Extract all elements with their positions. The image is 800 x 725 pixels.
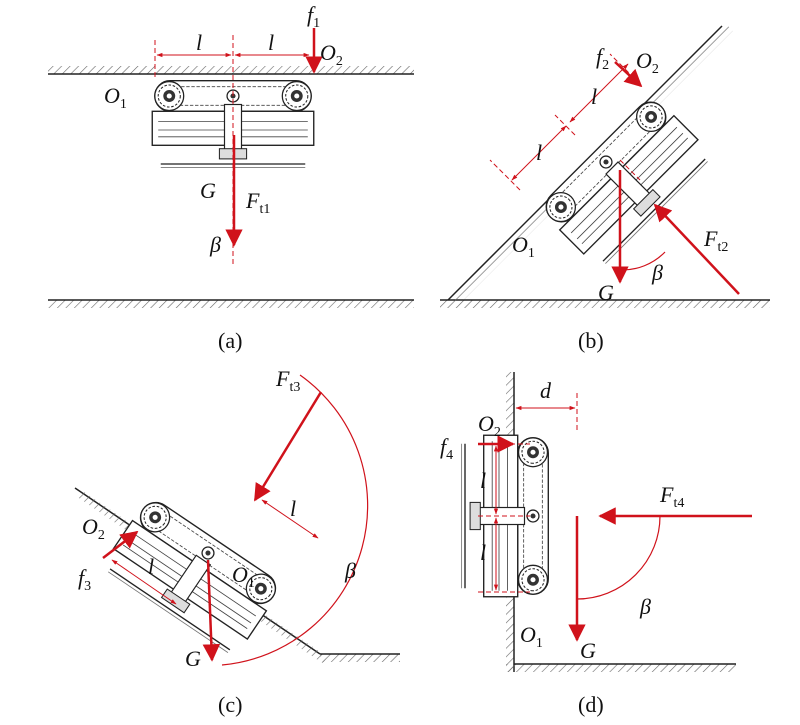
label-o2: O2 [320,40,343,69]
label-beta: β [344,558,356,583]
label-o2: O2 [82,514,105,543]
label-g: G [598,280,614,305]
label-f2: f2 [596,44,609,73]
label-f4: f4 [440,434,453,463]
caption-a: (a) [218,328,242,353]
label-beta: β [209,232,221,257]
label-beta: β [651,260,663,285]
label-ft1: Ft1 [245,188,270,217]
panel-d: d O2 f4 l l Ft4 β O1 G (d) [440,372,752,717]
label-ft2: Ft2 [703,226,728,255]
label-o1: O1 [232,562,255,591]
robot-c [101,495,283,657]
label-o1: O1 [520,622,543,651]
label-beta: β [639,594,651,619]
dim-l-upper: l [591,84,597,109]
label-o2: O2 [636,48,659,77]
ceiling-hatch [48,66,414,74]
dim-l-upper: l [290,496,296,521]
label-f1: f1 [307,2,320,31]
caption-d: (d) [578,692,604,717]
label-o2: O2 [478,411,501,440]
dim-d: d [540,378,552,403]
dim-l-upper: l [480,468,486,493]
label-o1: O1 [512,232,535,261]
label-ft4: Ft4 [659,482,684,511]
label-g: G [185,646,201,671]
dim-l-right: l [268,30,274,55]
label-ft3: Ft3 [275,366,300,395]
label-g: G [200,178,216,203]
label-f3: f3 [78,565,91,594]
caption-c: (c) [218,692,242,717]
robot-b [538,94,714,270]
panel-b: f2 O2 l l O1 G β Ft2 (b) [440,25,770,353]
panel-c: Ft3 l O2 l β f3 O1 G (c) [74,366,400,717]
label-o1: O1 [104,83,127,112]
dim-l-lower: l [148,554,154,579]
caption-b: (b) [578,328,604,353]
panel-a: l l f1 O2 O1 G Ft1 β (a) [48,2,414,353]
dim-l-lower: l [480,540,486,565]
floor-hatch [48,300,414,308]
dim-l-left: l [196,30,202,55]
label-g: G [580,638,596,663]
dim-l-lower: l [536,140,542,165]
